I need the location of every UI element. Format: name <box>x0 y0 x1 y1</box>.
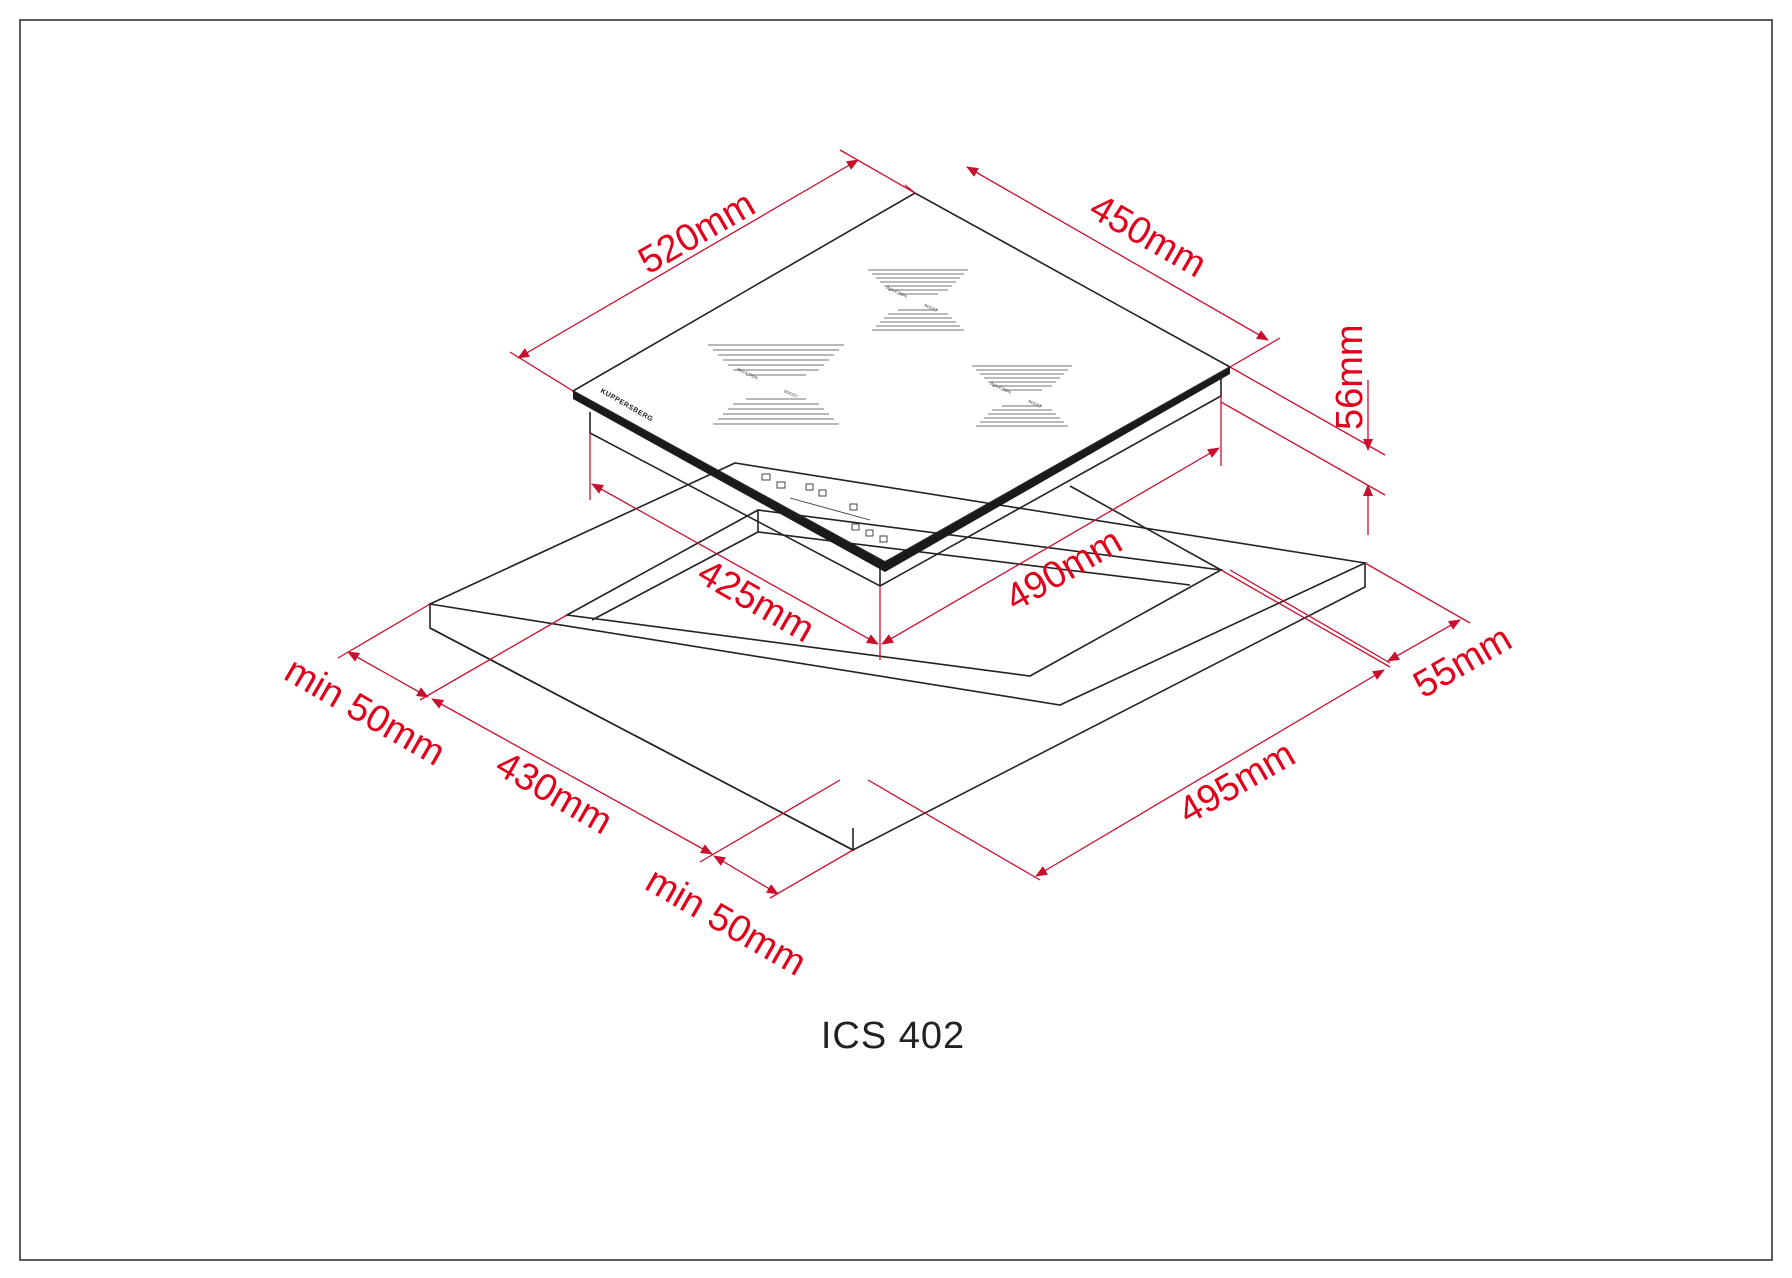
dim-total-height: 56mm <box>1329 324 1371 430</box>
power-key-icon <box>761 473 771 481</box>
page-border <box>19 19 1773 1261</box>
zone-left-label-right: BOOST <box>783 388 798 399</box>
dim-glass-depth: 520mm <box>632 183 763 283</box>
dim-line-glass-depth <box>517 159 859 359</box>
dim-line-cutout-width <box>1035 669 1385 877</box>
plus-key-icon <box>818 489 827 497</box>
lock-key-icon <box>776 481 786 489</box>
zone-right-label-right: BOOST <box>1028 398 1043 409</box>
timer-key-icon <box>849 503 858 511</box>
dim-left-clearance: min 50mm <box>278 649 453 774</box>
zone-left-label-left: INDUCTION <box>736 366 758 380</box>
dim-line-glass-width <box>966 166 1269 341</box>
zone-right: INDUCTION BOOST <box>972 365 1072 427</box>
dimension-lines <box>337 149 1471 899</box>
model-label: ICS 402 <box>821 1015 965 1057</box>
dim-line-left-clearance <box>347 651 429 698</box>
dim-cutout-width: 495mm <box>1172 733 1303 833</box>
dim-side-clearance: 55mm <box>1407 618 1519 707</box>
dim-body-width: 490mm <box>999 520 1130 620</box>
zone-rear: INDUCTION BOOST <box>868 269 968 331</box>
dim-line-body-depth <box>591 483 879 645</box>
dim-line-side-clearance <box>1387 619 1461 662</box>
cutout <box>564 485 1224 677</box>
dim-line-front-clearance <box>713 855 779 895</box>
zone-rear-label-left: INDUCTION <box>885 285 907 299</box>
zone-left: INDUCTION BOOST <box>708 344 844 425</box>
dim-line-body-width <box>881 447 1220 645</box>
zone-select-2-icon <box>865 529 874 537</box>
brand-label: KUPPERSBERG <box>599 388 654 424</box>
dim-cutout-depth: 430mm <box>489 743 620 843</box>
dim-front-clearance: min 50mm <box>639 859 814 984</box>
zone-select-1-icon <box>851 523 860 531</box>
dim-line-cutout-depth <box>431 698 713 855</box>
zone-select-3-icon <box>879 535 888 543</box>
dimension-labels: 520mm 450mm 56mm 425mm 490mm 55mm min 50… <box>278 183 1519 984</box>
zone-right-label-left: INDUCTION <box>989 381 1011 395</box>
minus-key-icon <box>805 483 814 491</box>
zone-rear-label-right: BOOST <box>924 302 939 313</box>
